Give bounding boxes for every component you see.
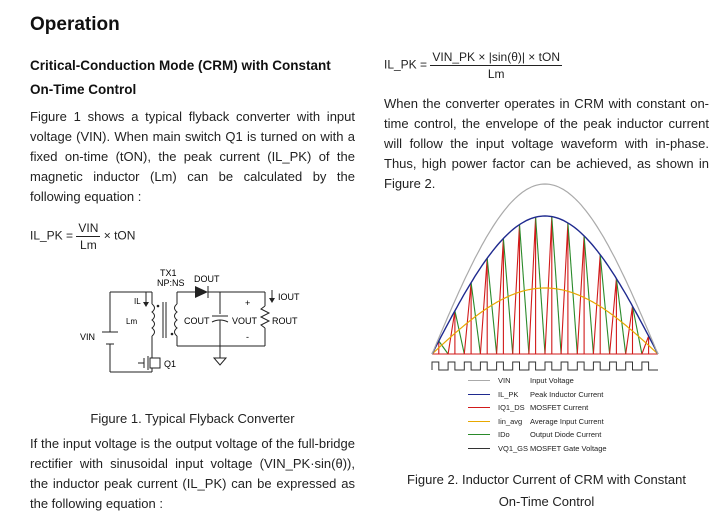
legend-symbol: Iin_avg (498, 416, 523, 426)
equation1-denominator: Lm (80, 238, 97, 252)
equation2-fraction: VIN_PK × |sin(θ)| × tON Lm (430, 50, 562, 81)
diode-current-ramp (535, 217, 546, 355)
legend-swatch (468, 380, 490, 381)
legend-swatch (468, 420, 490, 422)
legend-item: Iin_avg Average Input Current (468, 417, 604, 426)
mosfet-current-ramp (544, 216, 553, 355)
diode-current-ramp (583, 235, 594, 355)
label-iout: IOUT (278, 292, 300, 302)
legend-item: VIN Input Voltage (468, 376, 574, 385)
diode-current-ramp (454, 310, 465, 355)
figure2-caption-line2: On-Time Control (498, 494, 595, 509)
section-heading: Operation (30, 14, 120, 35)
gate-voltage-trace (431, 361, 658, 371)
label-cout: COUT (184, 316, 210, 326)
legend-label: Input Voltage (530, 376, 574, 385)
figure2-caption-line1: Figure 2. Inductor Current of CRM with C… (407, 472, 686, 487)
equation2-numerator: VIN_PK × |sin(θ)| × tON (430, 50, 562, 66)
figure1-caption: Figure 1. Typical Flyback Converter (90, 411, 295, 426)
intro-paragraph: Figure 1 shows a typical flyback convert… (30, 109, 355, 204)
equation-peak-current: IL_PK = VIN Lm × tON (30, 221, 135, 252)
mosfet-current-ramp (560, 222, 569, 355)
mosfet-current-ramp (479, 258, 488, 355)
label-q1: Q1 (164, 359, 176, 369)
diode-current-ramp (518, 224, 530, 355)
mosfet-current-ramp (528, 217, 537, 355)
legend-swatch (468, 434, 490, 435)
label-tx1: TX1 (160, 268, 177, 278)
input-voltage-curve (431, 183, 659, 355)
legend-symbol: VIN (498, 376, 511, 385)
current-triangles (431, 216, 659, 355)
equation1-numerator: VIN (76, 221, 101, 237)
crm-waveform-figure (431, 183, 659, 371)
diode-current-ramp (599, 254, 611, 355)
equation2-lhs: IL_PK = (384, 57, 428, 72)
label-rout: ROUT (272, 316, 298, 326)
legend-label: MOSFET Gate Voltage (530, 443, 607, 453)
diode-current-ramp (438, 340, 449, 355)
legend-label: Average Input Current (530, 416, 604, 426)
equation2-denominator: Lm (487, 67, 505, 81)
flyback-schematic: TX1 NP:NS DOUT IOUT IL Lm COUT VOUT ROUT… (80, 268, 300, 373)
legend-symbol: IL_PK (498, 389, 519, 399)
mosfet-current-ramp (609, 278, 617, 355)
equation1-fraction: VIN Lm (76, 221, 101, 252)
legend-symbol: IDo (498, 430, 510, 439)
legend-item: IQ1_DS MOSFET Current (468, 403, 588, 412)
legend-label: Output Diode Current (530, 430, 602, 439)
peak-inductor-current-curve (431, 215, 659, 355)
diode-current-ramp (486, 258, 498, 355)
equation1-rhs: × tON (103, 228, 136, 243)
label-il: IL (134, 297, 141, 306)
mosfet-current-ramp (512, 224, 521, 355)
diode-current-ramp (551, 216, 562, 355)
legend-symbol: IQ1_DS (498, 403, 525, 412)
subheading-line2: On-Time Control (30, 82, 137, 97)
label-turns-ratio: NP:NS (157, 278, 185, 288)
equation-peak-current-sin: IL_PK = VIN_PK × |sin(θ)| × tON Lm (384, 50, 562, 81)
diode-current-ramp (631, 305, 643, 355)
legend-label: MOSFET Current (530, 403, 589, 412)
average-input-current-curve (431, 287, 659, 355)
legend-swatch (468, 447, 490, 449)
label-minus: - (246, 332, 249, 342)
legend-symbol: VQ1_GS (498, 443, 529, 453)
legend-swatch (468, 407, 490, 408)
legend-swatch (468, 393, 490, 395)
label-dout: DOUT (194, 274, 220, 284)
diode-current-ramp (470, 282, 481, 355)
second-paragraph: If the input voltage is the output volta… (30, 436, 355, 511)
label-vout: VOUT (232, 316, 258, 326)
label-plus: + (245, 298, 250, 308)
right-paragraph: When the converter operates in CRM with … (384, 96, 709, 191)
label-lm: Lm (126, 317, 137, 326)
label-vin: VIN (80, 332, 95, 342)
legend-item: IDo Output Diode Current (468, 430, 601, 439)
legend-label: Peak Inductor Current (530, 389, 604, 399)
equation1-lhs: IL_PK = (30, 228, 74, 243)
diode-current-ramp (567, 222, 578, 355)
diode-current-ramp (615, 278, 627, 355)
legend-item: IL_PK Peak Inductor Current (468, 390, 603, 399)
mosfet-current-ramp (496, 238, 504, 355)
subheading-line1: Critical-Conduction Mode (CRM) with Cons… (30, 58, 331, 73)
